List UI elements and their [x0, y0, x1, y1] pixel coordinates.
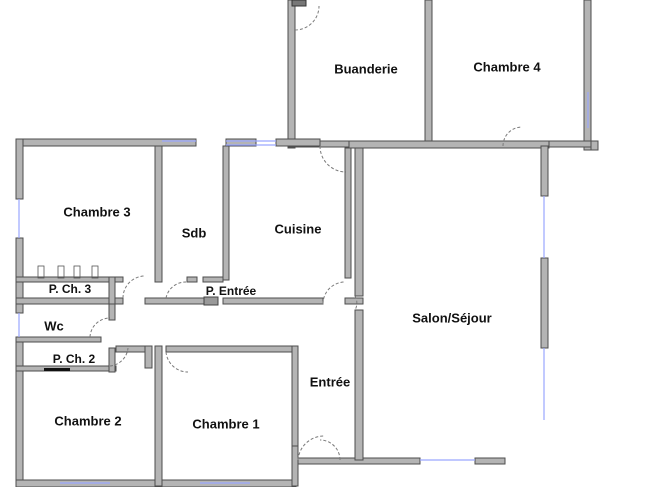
wall — [540, 257, 549, 349]
wall — [590, 140, 599, 151]
door-swing — [165, 281, 187, 299]
closet-shelf — [73, 265, 81, 279]
closet-rail — [44, 368, 70, 371]
wall — [222, 145, 230, 281]
wall — [291, 345, 299, 461]
wall — [275, 138, 321, 147]
door-swing — [319, 145, 347, 173]
sdb-fixture — [203, 296, 219, 306]
door-swing — [109, 347, 129, 367]
door-swing — [354, 295, 358, 311]
wall — [474, 457, 506, 465]
wall — [344, 297, 364, 305]
wall — [202, 276, 224, 283]
wall — [291, 445, 299, 487]
wall — [354, 147, 364, 297]
room-label-sdb: Sdb — [182, 225, 207, 240]
room-label-wc: Wc — [44, 318, 64, 333]
wall — [154, 345, 163, 487]
room-label-buanderie: Buanderie — [334, 61, 398, 76]
wall — [144, 297, 206, 305]
room-labels: Buanderie Chambre 4 Chambre 3 Sdb Cuisin… — [44, 59, 541, 431]
wall — [186, 276, 198, 283]
room-label-chambre-1: Chambre 1 — [192, 416, 259, 431]
room-label-entree: Entrée — [310, 374, 350, 389]
wall — [15, 336, 24, 487]
wall — [165, 345, 297, 353]
door-swing — [165, 351, 189, 373]
wall — [15, 138, 197, 147]
door-swing — [322, 281, 346, 305]
closet-shelf — [57, 265, 65, 279]
wall — [354, 309, 364, 461]
door-swing — [89, 317, 111, 338]
door-swing — [294, 5, 320, 31]
wall — [583, 0, 592, 151]
wall — [15, 297, 124, 305]
wall — [154, 145, 163, 283]
room-label-chambre-2: Chambre 2 — [54, 413, 121, 428]
wall — [108, 347, 116, 373]
shaft — [291, 0, 307, 7]
interior-walls — [15, 145, 364, 487]
room-label-salon-sejour: Salon/Séjour — [412, 310, 491, 325]
door-swing — [319, 439, 341, 461]
wall — [108, 303, 116, 321]
wall — [344, 147, 352, 279]
wall — [108, 276, 116, 305]
doors — [89, 5, 523, 461]
wall — [287, 0, 296, 149]
wall — [540, 145, 549, 197]
door-swing — [122, 275, 146, 299]
closet-fittings — [37, 0, 307, 371]
wall — [348, 140, 550, 149]
closet-shelf — [91, 265, 99, 279]
room-label-cuisine: Cuisine — [275, 221, 322, 236]
closet-shelf — [37, 265, 45, 279]
door-swing — [502, 126, 523, 147]
windows — [18, 92, 589, 484]
room-label-chambre-4: Chambre 4 — [473, 59, 541, 74]
wall — [115, 345, 147, 353]
wall — [144, 345, 153, 369]
wall — [222, 297, 324, 305]
wall — [225, 138, 257, 147]
wall — [424, 0, 433, 149]
room-label-chambre-3: Chambre 3 — [63, 204, 130, 219]
room-label-placard-chambre-2: P. Ch. 2 — [53, 352, 96, 366]
wall — [15, 276, 124, 283]
room-label-placard-entree: P. Entrée — [206, 284, 257, 298]
wall — [15, 336, 102, 343]
wall — [15, 138, 24, 200]
room-label-placard-chambre-3: P. Ch. 3 — [49, 282, 92, 296]
